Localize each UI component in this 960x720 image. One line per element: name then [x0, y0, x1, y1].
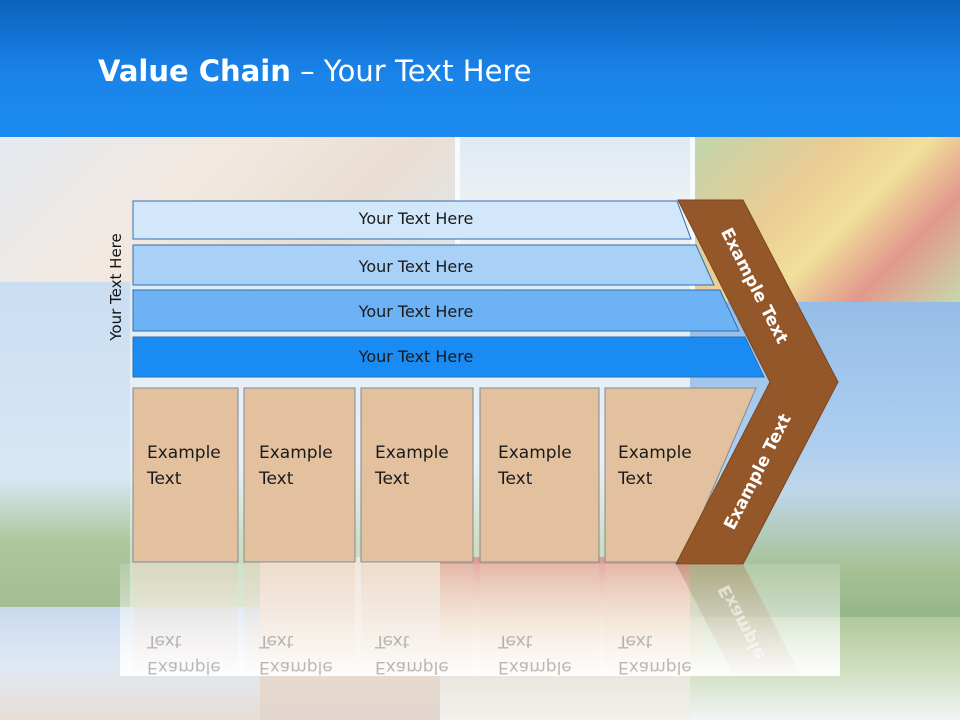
box-1-shape [132, 387, 239, 563]
band-3-label: Your Text Here [358, 302, 474, 321]
box-4-text: Example Text [498, 440, 572, 492]
box-2-reflection-line1: Example [259, 657, 333, 677]
band-2-label: Your Text Here [358, 257, 474, 276]
band-4-label: Your Text Here [358, 347, 474, 366]
box-2-reflection-line2: Text [259, 631, 294, 651]
band-1-label: Your Text Here [358, 209, 474, 228]
box-4-reflection: Example Text [498, 628, 572, 680]
box-5-reflection: Example Text [618, 628, 692, 680]
box-3-line2: Text [375, 469, 410, 489]
title-rest: – Your Text Here [290, 54, 532, 88]
title-bold: Value Chain [98, 54, 291, 88]
box-5-line1: Example [618, 443, 692, 463]
box-2-line1: Example [259, 443, 333, 463]
box-2-line2: Text [259, 469, 294, 489]
box-2-shape [243, 387, 356, 563]
box-3-reflection: Example Text [375, 628, 449, 680]
band-2 [132, 244, 715, 286]
box-1-text: Example Text [147, 440, 221, 492]
box-5-text: Example Text [618, 440, 692, 492]
box-4-line2: Text [498, 469, 533, 489]
box-1-reflection: Example Text [147, 628, 221, 680]
band-1 [132, 200, 692, 240]
box-4-line1: Example [498, 443, 572, 463]
box-1-reflection-line2: Text [147, 631, 182, 651]
side-label: Your Text Here [107, 233, 125, 341]
box-3-line1: Example [375, 443, 449, 463]
box-1-line1: Example [147, 443, 221, 463]
box-4-shape [479, 387, 600, 563]
header-bar [0, 0, 960, 137]
band-3 [132, 289, 740, 332]
box-5-line2: Text [618, 469, 653, 489]
box-4-reflection-line2: Text [498, 631, 533, 651]
box-4-reflection-line1: Example [498, 657, 572, 677]
box-3-text: Example Text [375, 440, 449, 492]
box-1-reflection-line1: Example [147, 657, 221, 677]
box-1-line2: Text [147, 469, 182, 489]
slide-title: Value Chain – Your Text Here [98, 54, 532, 88]
box-3-reflection-line2: Text [375, 631, 410, 651]
box-5-reflection-line1: Example [618, 657, 692, 677]
box-2-reflection: Example Text [259, 628, 333, 680]
box-3-reflection-line1: Example [375, 657, 449, 677]
box-2-text: Example Text [259, 440, 333, 492]
box-3-shape [360, 387, 474, 563]
box-5-reflection-line2: Text [618, 631, 653, 651]
band-4 [132, 336, 765, 378]
